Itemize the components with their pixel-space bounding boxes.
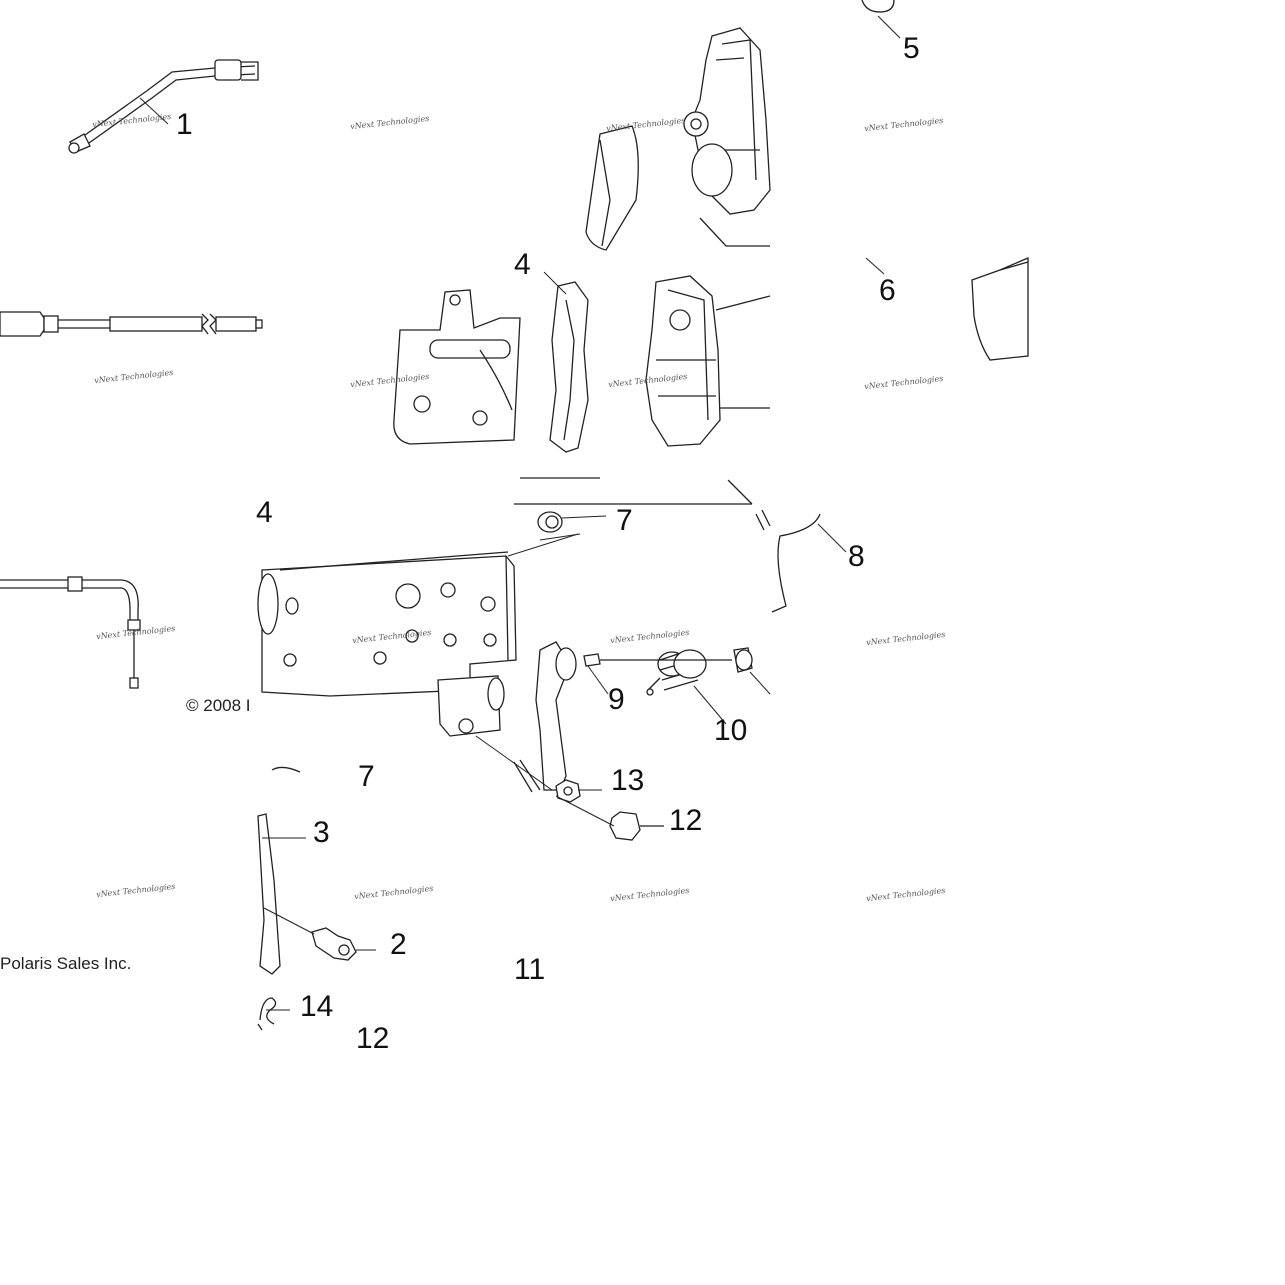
callout-14: 14 [300,990,334,1023]
brake-pad-right [971,257,1029,361]
callout-12-lower: 12 [356,1022,390,1055]
caliper-bracket [393,289,521,445]
pedal-mount-bracket [257,551,517,737]
callout-8: 8 [848,540,865,573]
callout-13: 13 [611,764,645,797]
callout-12: 12 [669,804,703,837]
pivot-pin [583,647,753,673]
bracket-8 [755,509,821,613]
copyright-line-2: Polaris Sales Inc. [0,954,132,973]
clipped-fragments [257,766,301,1031]
brake-pad-shim [549,281,589,453]
cable-straight [0,311,263,337]
frame-lines [514,477,753,505]
callout-11: 11 [514,953,546,986]
clip-14 [259,997,277,1025]
callout-9: 9 [608,683,625,716]
lever-3 [257,813,281,975]
callout-7-lower: 7 [358,760,375,793]
callout-4-mid: 4 [256,496,273,529]
copyright-line-1: © 2008 I [186,696,251,715]
cable-lower [0,576,141,689]
plug-cap [861,0,895,13]
caliper-body-upper [585,27,771,251]
cable-bent-end [68,59,259,154]
callout-5: 5 [903,32,920,65]
caliper-body-lower [645,275,771,447]
nut-13 [555,779,581,803]
bolt-2 [311,927,357,961]
callout-4-top: 4 [514,248,531,281]
callout-1: 1 [176,108,193,141]
return-spring [646,649,707,696]
callout-6: 6 [879,274,896,307]
callout-10: 10 [714,714,748,747]
leader-lines [262,15,901,1011]
callout-7-top: 7 [616,504,633,537]
callout-2: 2 [390,928,407,961]
callout-3: 3 [313,816,330,849]
bolt-7 [537,511,607,541]
